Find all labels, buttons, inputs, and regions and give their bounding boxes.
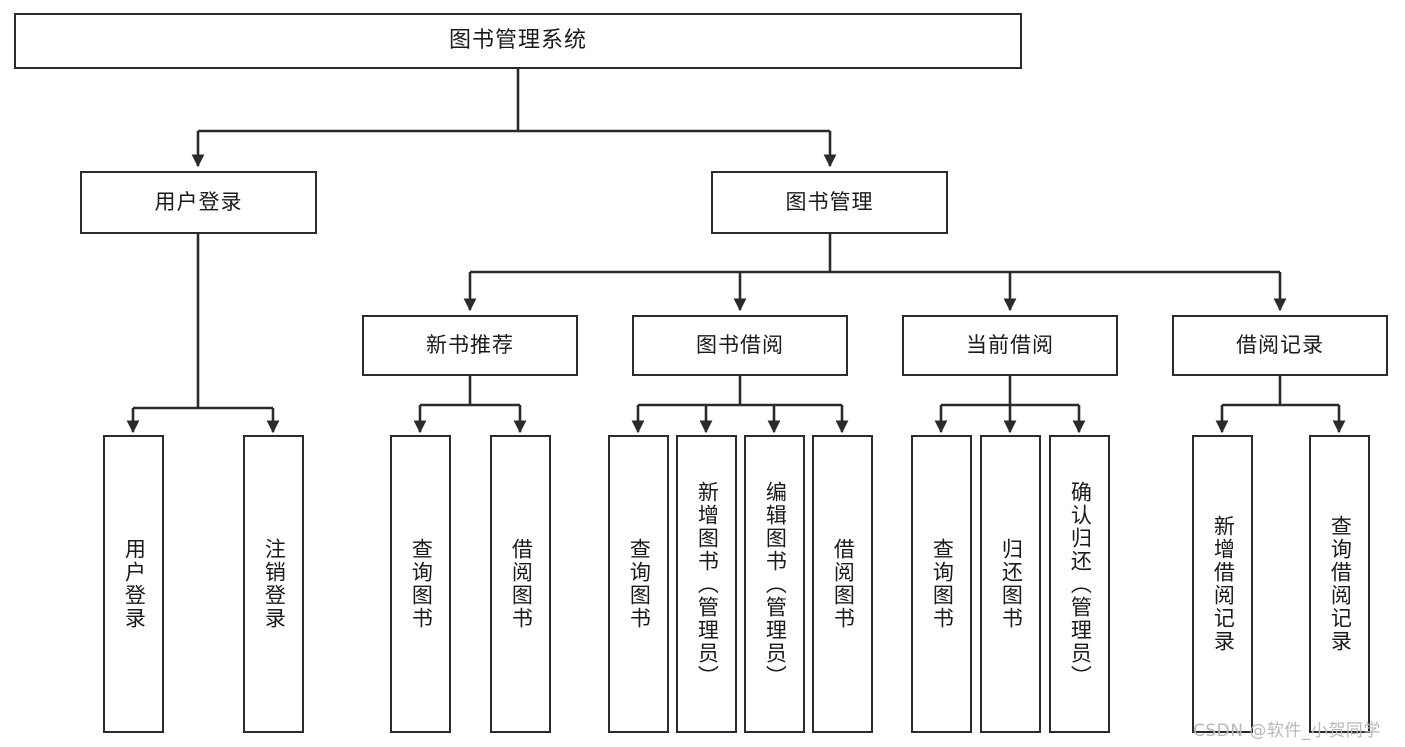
leaf-borrow-book[interactable]: 借阅图书	[812, 435, 873, 733]
leaf-user-logout[interactable]: 注销登录	[243, 435, 304, 733]
leaf-query-book-recommend[interactable]: 查询图书	[390, 435, 451, 733]
leaf-confirm-return-admin[interactable]: 确认归还（管理员）	[1049, 435, 1110, 733]
leaf-return-book[interactable]: 归还图书	[980, 435, 1041, 733]
leaf-add-borrow-record[interactable]: 新增借阅记录	[1192, 435, 1253, 733]
leaf-user-login[interactable]: 用户登录	[103, 435, 164, 733]
node-current-borrow[interactable]: 当前借阅	[902, 315, 1118, 376]
node-book-management[interactable]: 图书管理	[711, 171, 948, 234]
leaf-query-book-borrow[interactable]: 查询图书	[608, 435, 669, 733]
node-book-borrow[interactable]: 图书借阅	[632, 315, 848, 376]
node-user-login[interactable]: 用户登录	[80, 171, 317, 234]
leaf-add-book-admin[interactable]: 新增图书（管理员）	[676, 435, 737, 733]
leaf-borrow-book-recommend[interactable]: 借阅图书	[490, 435, 551, 733]
leaf-query-borrow-record[interactable]: 查询借阅记录	[1309, 435, 1370, 733]
node-new-book-recommend[interactable]: 新书推荐	[362, 315, 578, 376]
leaf-query-book-current[interactable]: 查询图书	[911, 435, 972, 733]
node-root-book-management-system[interactable]: 图书管理系统	[14, 13, 1022, 69]
leaf-edit-book-admin[interactable]: 编辑图书（管理员）	[744, 435, 805, 733]
csdn-watermark: CSDN @软件_小贺同学	[1193, 721, 1381, 741]
node-borrow-record[interactable]: 借阅记录	[1172, 315, 1388, 376]
